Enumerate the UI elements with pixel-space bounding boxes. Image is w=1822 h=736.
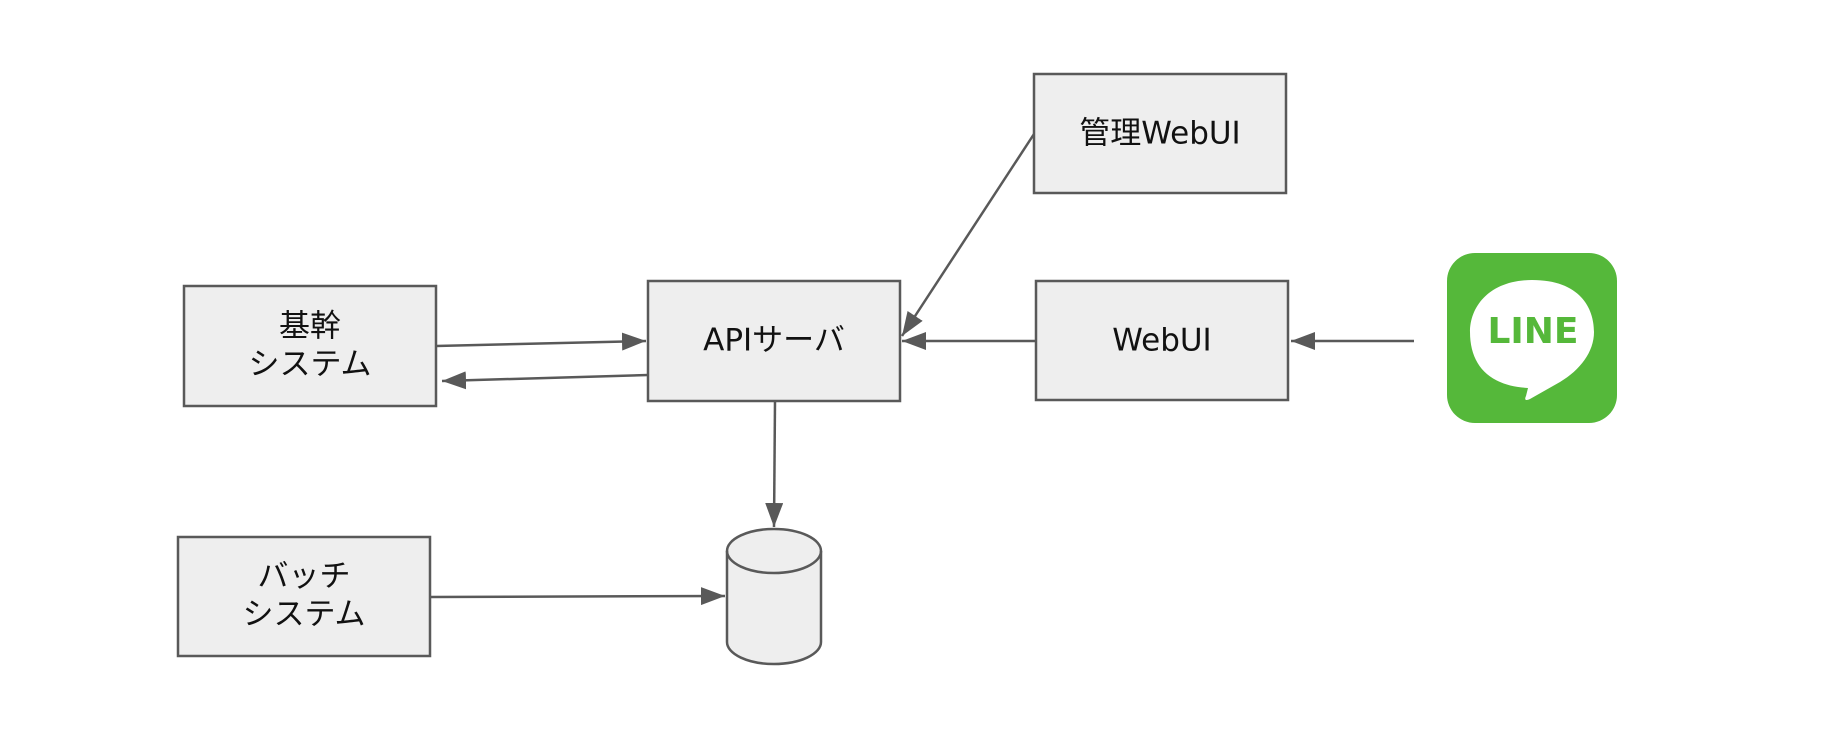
speech-bubble-icon: [1470, 280, 1594, 400]
node-api-server[interactable]: APIサーバ: [646, 279, 902, 403]
line-app-icon[interactable]: LINE: [1447, 253, 1617, 423]
edge-kanri-to-api: [900, 133, 1036, 337]
edge-batch-to-database: [429, 587, 726, 606]
edge-api-to-database: [765, 400, 784, 528]
node-kikan-system[interactable]: 基幹 システム: [182, 284, 438, 408]
node-kikan-label-line2: システム: [248, 347, 371, 383]
node-kanri-label: 管理WebUI: [1079, 116, 1240, 152]
edge-api-to-kikan: [441, 371, 649, 390]
node-batch-label-line1: バッチ: [258, 559, 351, 595]
database-icon[interactable]: [725, 527, 823, 666]
node-api-label: APIサーバ: [703, 323, 845, 359]
node-kikan-label-line1: 基幹: [279, 309, 341, 345]
edge-kikan-to-api: [435, 332, 647, 351]
node-webui[interactable]: WebUI: [1034, 279, 1290, 402]
node-batch-system[interactable]: バッチ システム: [176, 535, 432, 658]
node-batch-label-line2: システム: [242, 597, 365, 633]
node-webui-label: WebUI: [1112, 323, 1211, 359]
line-logo-text: LINE: [1487, 311, 1578, 352]
node-kanri-webui[interactable]: 管理WebUI: [1032, 72, 1288, 195]
